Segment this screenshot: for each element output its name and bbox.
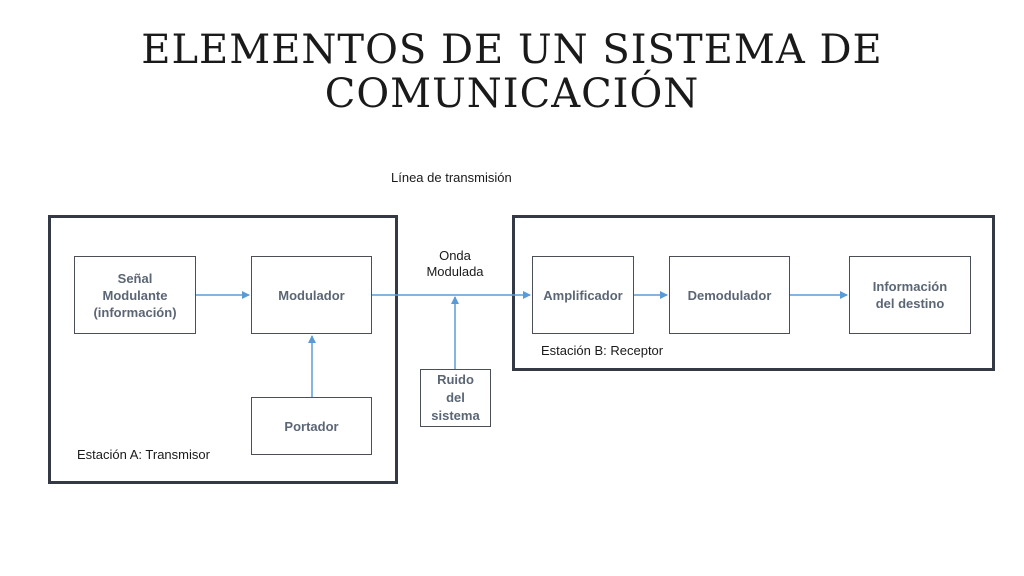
demodulator-label: Demodulador (687, 287, 772, 303)
destination-block: Información del destino (849, 256, 971, 334)
modulated-wave-line-2: Modulada (426, 264, 484, 279)
modulating-signal-line-3: (información) (93, 304, 177, 320)
modulating-signal-line-1: Señal (117, 270, 153, 286)
station-b-frame (512, 215, 995, 371)
transmission-line-label: Línea de transmisión (391, 170, 512, 185)
amplifier-block: Amplificador (532, 256, 634, 334)
amplifier-label: Amplificador (543, 287, 623, 303)
destination-line-1: Información (872, 279, 948, 294)
modulated-wave-line-1: Onda (439, 248, 471, 263)
noise-line-1: Ruido (437, 372, 474, 387)
noise-block: Ruido del sistema (420, 369, 491, 427)
title-line-1: ELEMENTOS DE UN SISTEMA DE (141, 27, 883, 73)
page-title: ELEMENTOS DE UN SISTEMA DE COMUNICACIÓN (0, 28, 1024, 116)
title-line-2: COMUNICACIÓN (324, 71, 700, 117)
destination-line-2: del destino (875, 296, 945, 311)
carrier-label: Portador (284, 418, 339, 434)
modulated-wave-label: Onda Modulada (415, 248, 495, 280)
modulating-signal-line-2: Modulante (102, 287, 168, 303)
station-a-frame (48, 215, 398, 484)
station-b-label: Estación B: Receptor (541, 343, 664, 358)
modulator-label: Modulador (278, 287, 345, 303)
station-a-label: Estación A: Transmisor (77, 447, 210, 462)
arrow-group (196, 291, 848, 397)
demodulator-block: Demodulador (669, 256, 790, 334)
noise-line-3: sistema (431, 408, 480, 423)
noise-line-2: del (446, 390, 465, 405)
modulator-block: Modulador (251, 256, 372, 334)
modulating-signal-block: Señal Modulante (información) (74, 256, 196, 334)
carrier-block: Portador (251, 397, 372, 455)
